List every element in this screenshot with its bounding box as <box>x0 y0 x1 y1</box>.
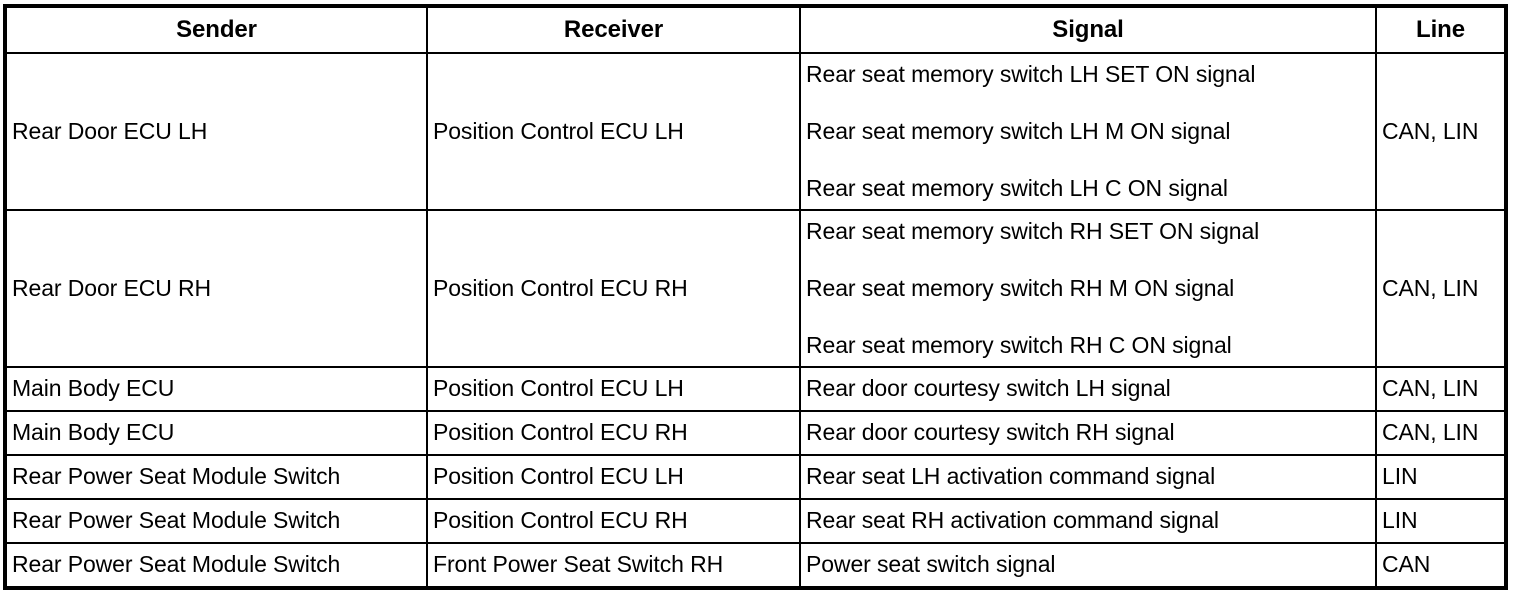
sender-value: Main Body ECU <box>12 375 175 402</box>
cell-sender: Rear Power Seat Module Switch <box>4 454 428 500</box>
line-value: CAN, LIN <box>1382 117 1479 144</box>
cell-receiver: Position Control ECU LH <box>426 52 801 211</box>
cell-sender: Main Body ECU <box>4 366 428 412</box>
cell-receiver: Position Control ECU LH <box>426 366 801 412</box>
cell-receiver: Position Control ECU RH <box>426 498 801 544</box>
receiver-value: Position Control ECU RH <box>433 274 688 301</box>
cell-signal: Power seat switch signal <box>799 542 1377 589</box>
cell-signal: Rear seat memory switch RH SET ON signal… <box>799 209 1377 368</box>
sender-value: Rear Door ECU RH <box>12 274 212 301</box>
signal-item: Rear seat memory switch LH SET ON signal <box>806 60 1256 87</box>
signal-item: Power seat switch signal <box>806 551 1056 578</box>
cell-sender: Main Body ECU <box>4 410 428 456</box>
signal-item: Rear seat memory switch LH C ON signal <box>806 175 1228 202</box>
cell-sender: Rear Door ECU RH <box>4 209 428 368</box>
signal-item: Rear door courtesy switch RH signal <box>806 419 1175 446</box>
receiver-value: Position Control ECU LH <box>433 117 684 144</box>
receiver-value: Position Control ECU RH <box>433 507 688 534</box>
cell-sender: Rear Power Seat Module Switch <box>4 542 428 589</box>
sender-value: Rear Power Seat Module Switch <box>12 507 341 534</box>
column-header-line: Line <box>1375 5 1507 54</box>
sender-value: Main Body ECU <box>12 419 175 446</box>
cell-line: LIN <box>1375 454 1507 500</box>
table-row: Rear Door ECU LH Position Control ECU LH… <box>4 52 1507 211</box>
sender-value: Rear Power Seat Module Switch <box>12 551 341 578</box>
line-value: LIN <box>1382 463 1418 490</box>
cell-receiver: Position Control ECU RH <box>426 410 801 456</box>
table-row: Main Body ECU Position Control ECU LH Re… <box>4 366 1507 412</box>
cell-line: CAN, LIN <box>1375 410 1507 456</box>
line-value: CAN, LIN <box>1382 419 1479 446</box>
cell-line: CAN, LIN <box>1375 52 1507 211</box>
signal-list: Rear seat memory switch RH SET ON signal… <box>801 211 1375 366</box>
receiver-value: Front Power Seat Switch RH <box>433 551 724 578</box>
signal-item: Rear seat RH activation command signal <box>806 507 1219 534</box>
column-header-sender: Sender <box>4 5 428 54</box>
cell-receiver: Position Control ECU RH <box>426 209 801 368</box>
sender-value: Rear Door ECU LH <box>12 117 208 144</box>
cell-line: CAN <box>1375 542 1507 589</box>
table-row: Main Body ECU Position Control ECU RH Re… <box>4 410 1507 456</box>
receiver-value: Position Control ECU LH <box>433 375 684 402</box>
line-value: LIN <box>1382 507 1418 534</box>
signal-item: Rear door courtesy switch LH signal <box>806 375 1171 402</box>
table-body: Rear Door ECU LH Position Control ECU LH… <box>4 52 1507 589</box>
line-value: CAN <box>1382 551 1431 578</box>
receiver-value: Position Control ECU LH <box>433 463 684 490</box>
table-row: Rear Power Seat Module Switch Position C… <box>4 454 1507 500</box>
cell-line: CAN, LIN <box>1375 366 1507 412</box>
cell-signal: Rear seat LH activation command signal <box>799 454 1377 500</box>
table-header: Sender Receiver Signal Line <box>4 5 1507 54</box>
table-row: Rear Door ECU RH Position Control ECU RH… <box>4 209 1507 368</box>
signal-routing-table: Sender Receiver Signal Line Rear Door EC… <box>3 4 1508 590</box>
signal-item: Rear seat memory switch RH C ON signal <box>806 332 1232 359</box>
cell-receiver: Position Control ECU LH <box>426 454 801 500</box>
cell-receiver: Front Power Seat Switch RH <box>426 542 801 589</box>
signal-item: Rear seat memory switch RH SET ON signal <box>806 217 1260 244</box>
signal-item: Rear seat memory switch LH M ON signal <box>806 117 1231 144</box>
cell-sender: Rear Power Seat Module Switch <box>4 498 428 544</box>
signal-list: Rear seat memory switch LH SET ON signal… <box>801 54 1375 209</box>
receiver-value: Position Control ECU RH <box>433 419 688 446</box>
sender-value: Rear Power Seat Module Switch <box>12 463 341 490</box>
column-header-signal: Signal <box>799 5 1377 54</box>
cell-signal: Rear seat RH activation command signal <box>799 498 1377 544</box>
table-header-row: Sender Receiver Signal Line <box>4 5 1507 54</box>
cell-signal: Rear seat memory switch LH SET ON signal… <box>799 52 1377 211</box>
table-row: Rear Power Seat Module Switch Front Powe… <box>4 542 1507 589</box>
cell-line: CAN, LIN <box>1375 209 1507 368</box>
column-header-receiver: Receiver <box>426 5 801 54</box>
table-row: Rear Power Seat Module Switch Position C… <box>4 498 1507 544</box>
signal-item: Rear seat memory switch RH M ON signal <box>806 274 1235 301</box>
cell-signal: Rear door courtesy switch RH signal <box>799 410 1377 456</box>
signal-routing-table-container: Sender Receiver Signal Line Rear Door EC… <box>3 4 1508 590</box>
signal-item: Rear seat LH activation command signal <box>806 463 1216 490</box>
line-value: CAN, LIN <box>1382 274 1479 301</box>
cell-sender: Rear Door ECU LH <box>4 52 428 211</box>
cell-signal: Rear door courtesy switch LH signal <box>799 366 1377 412</box>
line-value: CAN, LIN <box>1382 375 1479 402</box>
cell-line: LIN <box>1375 498 1507 544</box>
